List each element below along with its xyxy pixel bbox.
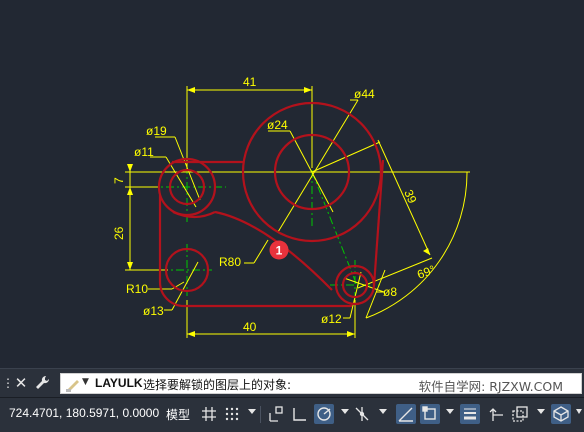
dim-41: 41 xyxy=(243,75,257,89)
infer-constraint-icon[interactable] xyxy=(266,404,286,424)
dim-dia-24: ø24 xyxy=(267,118,288,132)
3d-osnap-icon[interactable] xyxy=(551,404,571,424)
chevron-down-icon[interactable]: ▼ xyxy=(82,377,89,387)
lineweight-icon[interactable] xyxy=(460,404,480,424)
command-line-bar: ⋮ ✕ ▼ LAYULK 选择要解锁的图层上的对象: 软件自学网: RJZXW.… xyxy=(0,368,584,398)
isodraft-icon[interactable] xyxy=(352,404,372,424)
dim-r80: R80 xyxy=(219,255,241,269)
part-geometry xyxy=(157,101,385,308)
drawing-canvas[interactable]: 41 ø44 ø19 ø24 ø11 7 26 39 R80 R10 ø13 ø… xyxy=(0,0,584,368)
status-bar: 724.4701, 180.5971, 0.0000 模型 xyxy=(0,397,584,432)
dim-dia-12: ø12 xyxy=(321,312,342,326)
svg-text:1: 1 xyxy=(276,244,283,258)
grip-handle[interactable]: ⋮ xyxy=(2,376,14,390)
dim-7: 7 xyxy=(112,177,126,184)
dim-dia-8: ø8 xyxy=(383,285,397,299)
wrench-icon[interactable] xyxy=(34,373,52,393)
command-prompt: 选择要解锁的图层上的对象: xyxy=(143,378,292,392)
dim-dia-44: ø44 xyxy=(354,87,375,101)
command-prompt-icon xyxy=(66,380,79,392)
snap-dropdown[interactable] xyxy=(248,409,256,414)
polar-dropdown[interactable] xyxy=(341,409,349,414)
dim-dia-13: ø13 xyxy=(143,304,164,318)
ortho-icon[interactable] xyxy=(290,404,310,424)
dim-39: 39 xyxy=(401,188,419,206)
selection-cycling-icon[interactable] xyxy=(510,404,530,424)
dim-angle-69: 69° xyxy=(415,262,437,281)
command-name: LAYULK xyxy=(95,376,143,390)
step-marker: 1 xyxy=(269,240,289,260)
coordinate-readout[interactable]: 724.4701, 180.5971, 0.0000 xyxy=(9,406,160,420)
polar-icon[interactable] xyxy=(314,404,334,424)
osnap-icon[interactable] xyxy=(420,404,440,424)
dim-dia-11: ø11 xyxy=(134,145,154,159)
dim-dia-19: ø19 xyxy=(146,124,167,138)
dim-40: 40 xyxy=(243,320,257,334)
grid-icon[interactable] xyxy=(199,404,219,424)
dim-26: 26 xyxy=(112,226,126,240)
dim-r10: R10 xyxy=(126,282,148,296)
dimension-arrows xyxy=(127,87,430,337)
snap-dots-icon[interactable] xyxy=(222,404,242,424)
3d-osnap-dropdown[interactable] xyxy=(576,409,582,414)
osnap-dropdown[interactable] xyxy=(446,409,454,414)
selection-dropdown[interactable] xyxy=(537,409,545,414)
watermark: 软件自学网: RJZXW.COM xyxy=(418,379,563,394)
command-input[interactable]: ▼ LAYULK 选择要解锁的图层上的对象: 软件自学网: RJZXW.COM xyxy=(60,373,582,394)
transparency-icon[interactable] xyxy=(486,404,506,424)
isodraft-dropdown[interactable] xyxy=(379,409,387,414)
close-icon[interactable]: ✕ xyxy=(14,374,28,392)
separator xyxy=(260,406,261,423)
osnap-track-icon[interactable] xyxy=(396,404,416,424)
model-space-button[interactable]: 模型 xyxy=(166,408,191,422)
